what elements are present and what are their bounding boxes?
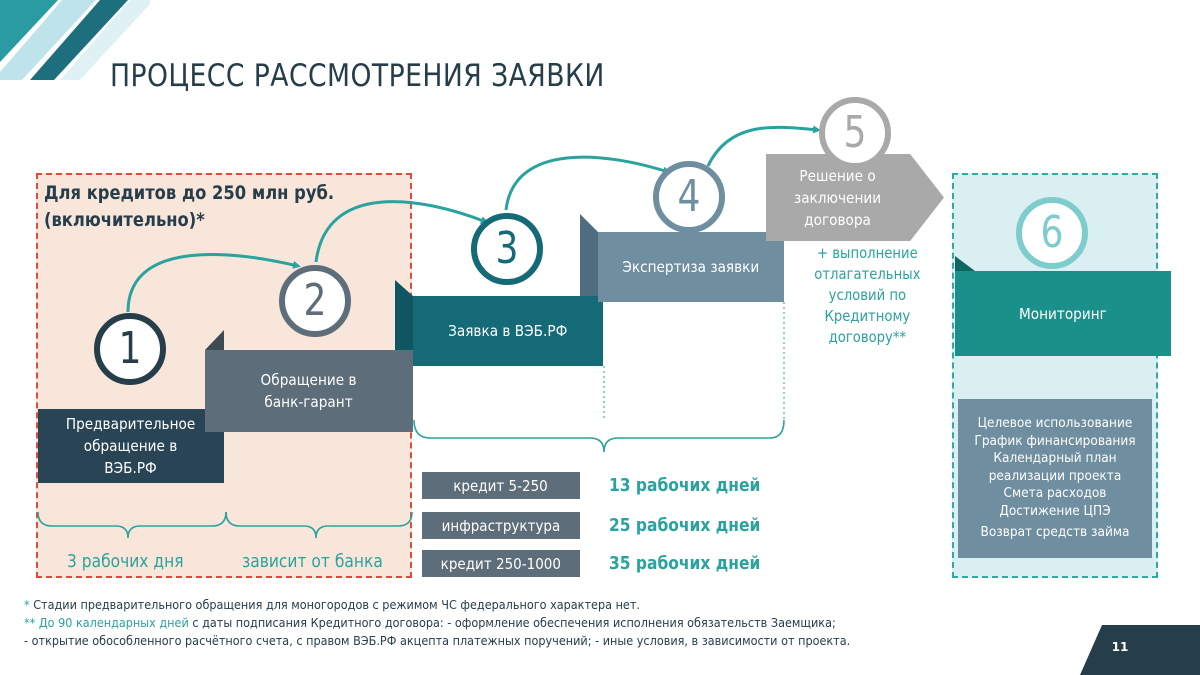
term-label-text: инфраструктура	[441, 516, 561, 535]
term-label: кредит 5-250	[422, 472, 580, 499]
monitoring-item: Календарный план	[993, 450, 1117, 466]
conditions-line: + выполнение	[816, 244, 918, 262]
step-1-number: 1	[118, 323, 142, 374]
step-2-number: 2	[303, 275, 327, 326]
step-6-circle: 6	[1016, 197, 1088, 269]
step-2-label-line1: Обращение в	[261, 371, 357, 389]
corner-decoration	[0, 0, 150, 80]
conditions-line: условий по	[828, 286, 906, 304]
bottom-label-left: 3 рабочих дня	[67, 551, 184, 572]
monitoring-item: реализации проекта	[988, 467, 1122, 484]
step-1-label-line2: обращение в	[84, 437, 178, 455]
footnote-1-text: Стадии предварительного обращения для мо…	[29, 597, 640, 612]
footnote-2: ** До 90 календарных дней с даты подписа…	[24, 614, 836, 632]
step-2-circle: 2	[279, 265, 351, 337]
footnote-2-text: с даты подписания Кредитного договора: -…	[188, 615, 836, 630]
conditions-line: Кредитному	[824, 307, 910, 325]
bottom-label-right: зависит от банка	[242, 551, 383, 572]
footnote-3-text: - открытие обособленного расчётного счет…	[24, 633, 851, 648]
step-5-label-line1: Решение о	[799, 166, 877, 185]
step-2-label-line2: банк-гарант	[264, 393, 354, 411]
monitoring-list: Целевое использование График финансирова…	[958, 399, 1152, 558]
step-5-label-line2: заключении	[794, 188, 882, 207]
step-1-banner: Предварительное обращение в ВЭБ.РФ	[38, 409, 224, 483]
term-label: кредит 250-1000	[422, 550, 580, 577]
step-3-banner: Заявка в ВЭБ.РФ	[413, 296, 603, 366]
step-6-number: 6	[1040, 207, 1064, 258]
step-3-circle: 3	[471, 213, 543, 285]
term-value: 25 рабочих дней	[609, 515, 761, 536]
conditions-line: договору**	[828, 328, 906, 346]
page-number: 11	[1111, 640, 1129, 654]
step-4-circle: 4	[653, 161, 725, 233]
term-label: инфраструктура	[422, 512, 580, 539]
footnote-2-accent: До 90 календарных дней	[35, 615, 189, 630]
step-3-label: Заявка в ВЭБ.РФ	[448, 322, 568, 340]
footnote-1: * Стадии предварительного обращения для …	[24, 596, 640, 614]
monitoring-item: Целевое использование	[977, 415, 1133, 431]
footnote-3: - открытие обособленного расчётного счет…	[24, 632, 850, 650]
monitoring-item: Возврат средств займа	[980, 524, 1130, 540]
step-2-banner: Обращение в банк-гарант	[205, 350, 413, 432]
step-4-banner: Экспертиза заявки	[598, 232, 784, 302]
step-5-banner: Решение о заключении договора	[766, 154, 944, 241]
step-4-label: Экспертиза заявки	[622, 258, 760, 276]
conditions-line: отлагательных	[813, 265, 921, 283]
step-5-number: 5	[843, 107, 867, 158]
step-4-number: 4	[677, 171, 701, 222]
conditions-text: + выполнение отлагательных условий по Кр…	[800, 243, 934, 348]
region-note: Для кредитов до 250 млн руб. (включитель…	[44, 180, 334, 234]
step-5-label-line3: договора	[804, 210, 872, 229]
step-6-banner: Мониторинг	[955, 271, 1171, 356]
page-corner	[1080, 625, 1200, 675]
footnote-1-star: *	[24, 597, 30, 612]
step-1-label-line3: ВЭБ.РФ	[104, 459, 158, 477]
step-3-number: 3	[495, 223, 519, 274]
region-note-line2: (включительно)*	[44, 209, 205, 231]
monitoring-item: Достижение ЦПЭ	[999, 502, 1111, 519]
footnote-2-star: **	[24, 615, 36, 630]
region-note-line1: Для кредитов до 250 млн руб.	[44, 182, 335, 204]
step-1-label-line1: Предварительное	[66, 415, 196, 433]
term-label-text: кредит 5-250	[453, 476, 549, 495]
step-5-circle: 5	[819, 97, 891, 169]
step-6-label: Мониторинг	[1019, 304, 1107, 323]
page-title: ПРОЦЕСС РАССМОТРЕНИЯ ЗАЯВКИ	[110, 58, 605, 94]
monitoring-item: Смета расходов	[1003, 485, 1107, 501]
term-value: 35 рабочих дней	[609, 553, 761, 574]
term-value: 13 рабочих дней	[609, 475, 761, 496]
monitoring-item: График финансирования	[974, 432, 1136, 449]
term-label-text: кредит 250-1000	[440, 554, 562, 573]
step-1-circle: 1	[94, 313, 166, 385]
